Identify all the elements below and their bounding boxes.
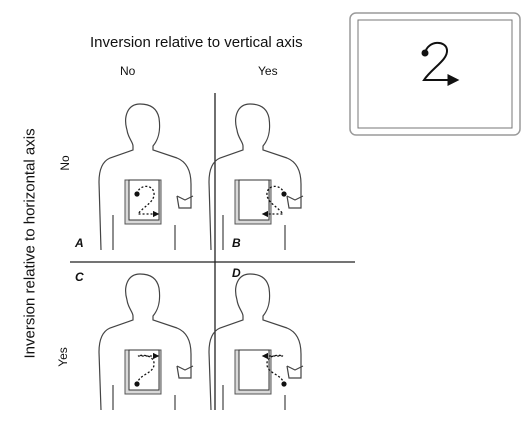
- figure-b: [208, 103, 304, 251]
- column-label-yes: Yes: [258, 64, 278, 78]
- quadrant-label-b: B: [232, 236, 241, 250]
- row-label-no: No: [58, 155, 72, 171]
- inset-panel: [349, 12, 521, 136]
- figure-c: [98, 273, 194, 411]
- title-horizontal-axis: Inversion relative to horizontal axis: [21, 128, 39, 359]
- figure-d: [208, 273, 304, 411]
- trace-a: [134, 185, 160, 218]
- quadrant-label-d: D: [232, 266, 241, 280]
- row-label-yes: Yes: [56, 347, 70, 367]
- trace-b: [261, 185, 287, 218]
- trace-d: [261, 352, 287, 387]
- inset-two-glyph: [421, 41, 460, 86]
- title-vertical-axis: Inversion relative to vertical axis: [90, 34, 303, 51]
- figure-a: [98, 103, 194, 251]
- column-label-no: No: [120, 64, 136, 78]
- quadrant-label-c: C: [75, 270, 84, 284]
- quadrant-label-a: A: [75, 236, 84, 250]
- trace-c: [134, 352, 160, 387]
